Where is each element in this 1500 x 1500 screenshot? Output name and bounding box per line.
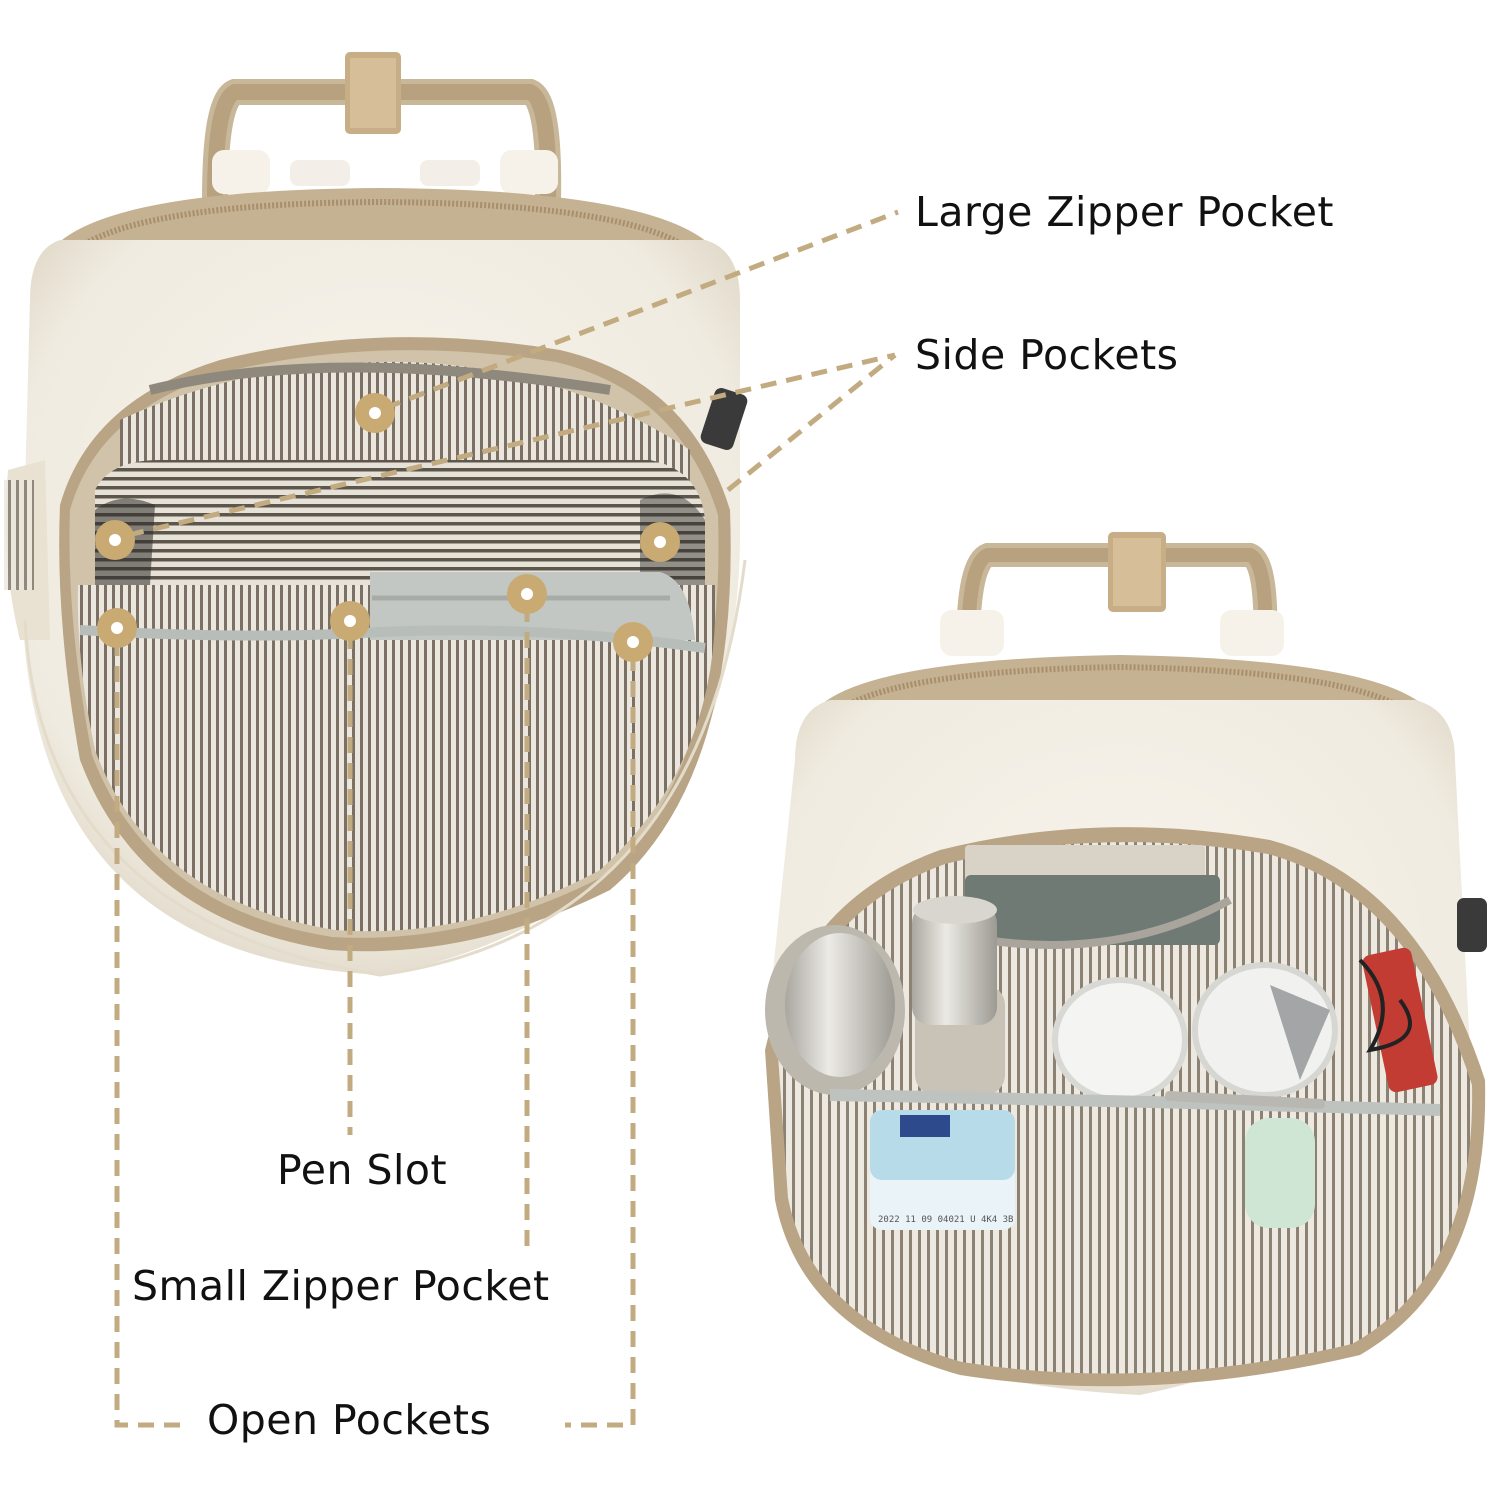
marker-small-zipper-pocket: [507, 574, 547, 614]
headphones: [1052, 977, 1188, 1103]
callout-lines: [114, 209, 899, 1428]
interior-back: [95, 460, 705, 585]
callout-line-open-pocket-left: [114, 640, 180, 1428]
label-pen-slot: Pen Slot: [277, 1146, 448, 1194]
right-backpack: 2022 11 09 04021 U 4K4 3B: [765, 532, 1487, 1395]
callout-line-large-zipper: [384, 209, 899, 411]
lotion-tube: [1245, 1118, 1315, 1228]
pen: [1165, 1091, 1325, 1109]
power-bank: [1362, 947, 1438, 1093]
callout-line-open-pocket-right: [565, 655, 636, 1428]
label-open-pockets: Open Pockets: [207, 1396, 492, 1444]
marker-open-pocket-left: [97, 608, 137, 648]
front-pockets: [77, 585, 716, 932]
label-large-zipper-pocket: Large Zipper Pocket: [915, 188, 1334, 236]
marker-large-zipper-pocket: [355, 393, 395, 433]
bottle: [912, 905, 997, 1025]
marker-side-pocket-left: [95, 520, 135, 560]
marker-pen-slot: [330, 601, 370, 641]
usb-port: [1457, 898, 1487, 952]
label-side-pockets: Side Pockets: [915, 331, 1179, 379]
markers: [95, 393, 680, 662]
notebook: [965, 875, 1220, 945]
left-backpack: [4, 52, 748, 977]
callout-line-side-pocket-left: [127, 352, 896, 538]
callout-line-side-pocket-right: [726, 353, 897, 492]
marker-side-pocket-right: [640, 522, 680, 562]
label-small-zipper-pocket: Small Zipper Pocket: [132, 1262, 550, 1310]
usb-port: [700, 387, 748, 451]
tissue-print: 2022 11 09 04021 U 4K4 3B: [878, 1215, 1013, 1225]
marker-open-pocket-right: [613, 622, 653, 662]
